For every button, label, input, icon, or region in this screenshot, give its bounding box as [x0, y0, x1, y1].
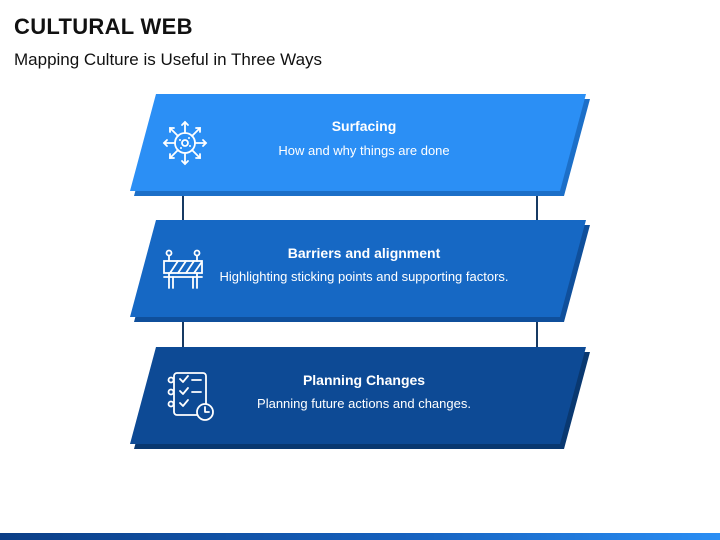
slide-title: CULTURAL WEB: [14, 14, 193, 39]
step-surfacing: Surfacing How and why things are done: [130, 94, 590, 196]
step-panel: [130, 347, 586, 444]
virus-spread-icon: [162, 120, 208, 166]
step-description: How and why things are done: [278, 143, 449, 158]
barrier-icon: [163, 249, 203, 289]
footer-bar: [0, 533, 720, 540]
step-title: Planning Changes: [303, 372, 425, 388]
step-planning-changes: Planning Changes Planning future actions…: [130, 347, 590, 449]
step-panel: [130, 94, 586, 191]
step-title: Surfacing: [332, 118, 397, 134]
step-title: Barriers and alignment: [288, 245, 441, 261]
slide-subtitle: Mapping Culture is Useful in Three Ways: [14, 50, 323, 69]
step-panel: [130, 220, 586, 317]
step-description: Planning future actions and changes.: [257, 396, 471, 411]
step-description: Highlighting sticking points and support…: [219, 269, 508, 284]
step-barriers-and-alignment: Barriers and alignment Highlighting stic…: [130, 220, 590, 322]
checklist-clock-icon: [167, 372, 214, 421]
